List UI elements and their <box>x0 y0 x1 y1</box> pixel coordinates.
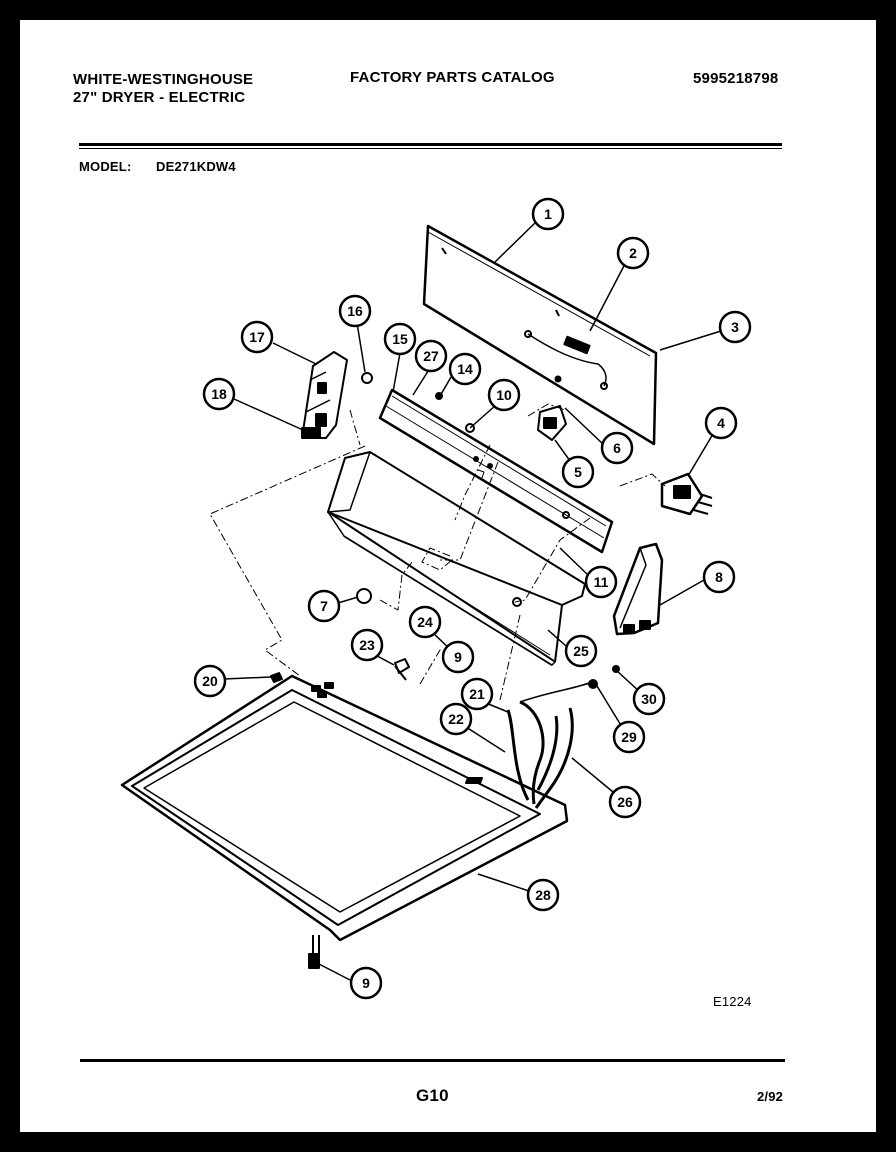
callout-label: 11 <box>594 574 609 590</box>
callout-circles <box>193 197 752 1000</box>
console-body-part <box>327 451 586 666</box>
model-number: DE271KDW4 <box>156 159 236 174</box>
back-panel-part <box>422 224 658 446</box>
callout-label: 1 <box>544 206 552 222</box>
callout-label: 24 <box>417 614 433 630</box>
left-bracket-part <box>301 351 373 439</box>
catalog-number: 5995218798 <box>693 70 779 87</box>
callout-label: 9 <box>362 975 370 991</box>
model-label: MODEL: <box>79 159 132 174</box>
timer-part <box>660 472 713 516</box>
callout-label: 6 <box>613 440 621 456</box>
callout-label: 9 <box>454 649 462 665</box>
catalog-title: FACTORY PARTS CATALOG <box>350 69 555 86</box>
callout-leader-lines <box>223 220 722 981</box>
callout-label: 26 <box>617 794 633 810</box>
header-rule-thin <box>79 148 782 149</box>
callout-label: 3 <box>731 319 739 335</box>
callout-label: 27 <box>423 348 439 364</box>
callout-label: 7 <box>320 598 328 614</box>
callout-label: 20 <box>202 673 218 689</box>
wire-harness-part <box>506 681 593 809</box>
callout-label: 18 <box>211 386 227 402</box>
revision-date: 2/92 <box>757 1089 784 1104</box>
callout-label: 8 <box>715 569 723 585</box>
callout-label: 14 <box>457 361 473 377</box>
callout-label: 5 <box>574 464 582 480</box>
brand-name: WHITE-WESTINGHOUSE <box>73 71 254 88</box>
callout-label: 4 <box>717 415 725 431</box>
callout-label: 25 <box>573 643 589 659</box>
callout-label: 15 <box>392 331 408 347</box>
callout-label: 22 <box>448 711 464 727</box>
callout-label: 16 <box>347 303 363 319</box>
callout-label: 17 <box>249 329 265 345</box>
switch-part <box>537 405 567 441</box>
cabinet-top-part <box>120 674 569 942</box>
diagram-code: E1224 <box>713 994 752 1009</box>
callout-label: 29 <box>621 729 637 745</box>
callout-label: 23 <box>359 637 375 653</box>
page-number: G10 <box>416 1086 449 1105</box>
knob-spring-part <box>394 658 410 681</box>
callout-label: 21 <box>469 686 485 702</box>
callout-label: 28 <box>535 887 551 903</box>
product-name: 27" DRYER - ELECTRIC <box>73 89 246 106</box>
callout-label: 30 <box>641 691 657 707</box>
right-end-cap-part <box>612 542 664 636</box>
callout-label: 2 <box>629 245 637 261</box>
footer-rule <box>80 1059 785 1062</box>
knob-part <box>356 588 372 604</box>
callout-labels: 1 2 3 4 5 6 7 8 9 9 10 11 14 15 16 17 18… <box>202 206 739 991</box>
assembly-leader-lines <box>209 403 666 701</box>
header-rule-thick <box>79 143 782 146</box>
callout-label: 10 <box>496 387 512 403</box>
control-panel-strip-part <box>378 388 614 554</box>
